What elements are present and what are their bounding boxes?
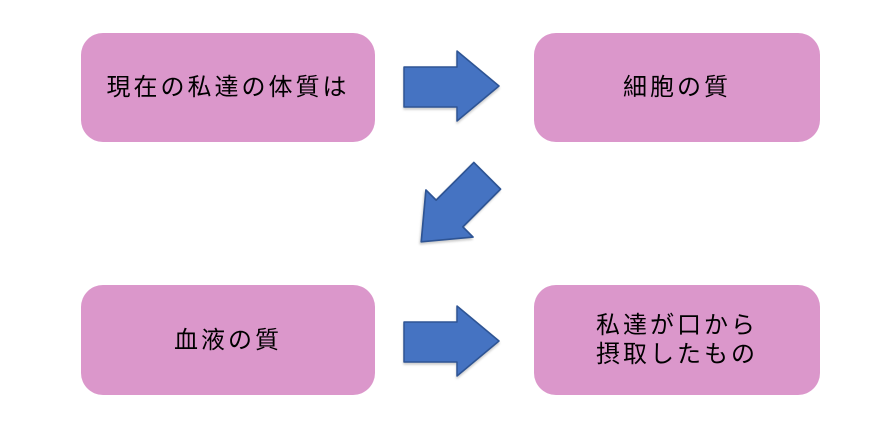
node-cell-quality-label: 細胞の質: [623, 74, 731, 101]
node-intake-from-mouth-label: 私達が口から 摂取したもの: [596, 312, 758, 368]
diagonal-down-left-arrow-icon: [405, 158, 505, 258]
right-arrow-top-icon: [403, 50, 500, 122]
node-current-constitution: 現在の私達の体質は: [81, 33, 375, 142]
node-blood-quality-label: 血液の質: [174, 326, 282, 354]
right-arrow-bottom-icon: [403, 305, 500, 377]
node-current-constitution-label: 現在の私達の体質は: [106, 74, 350, 101]
node-blood-quality: 血液の質: [81, 285, 375, 395]
node-intake-from-mouth: 私達が口から 摂取したもの: [534, 285, 820, 395]
node-cell-quality: 細胞の質: [534, 33, 820, 142]
